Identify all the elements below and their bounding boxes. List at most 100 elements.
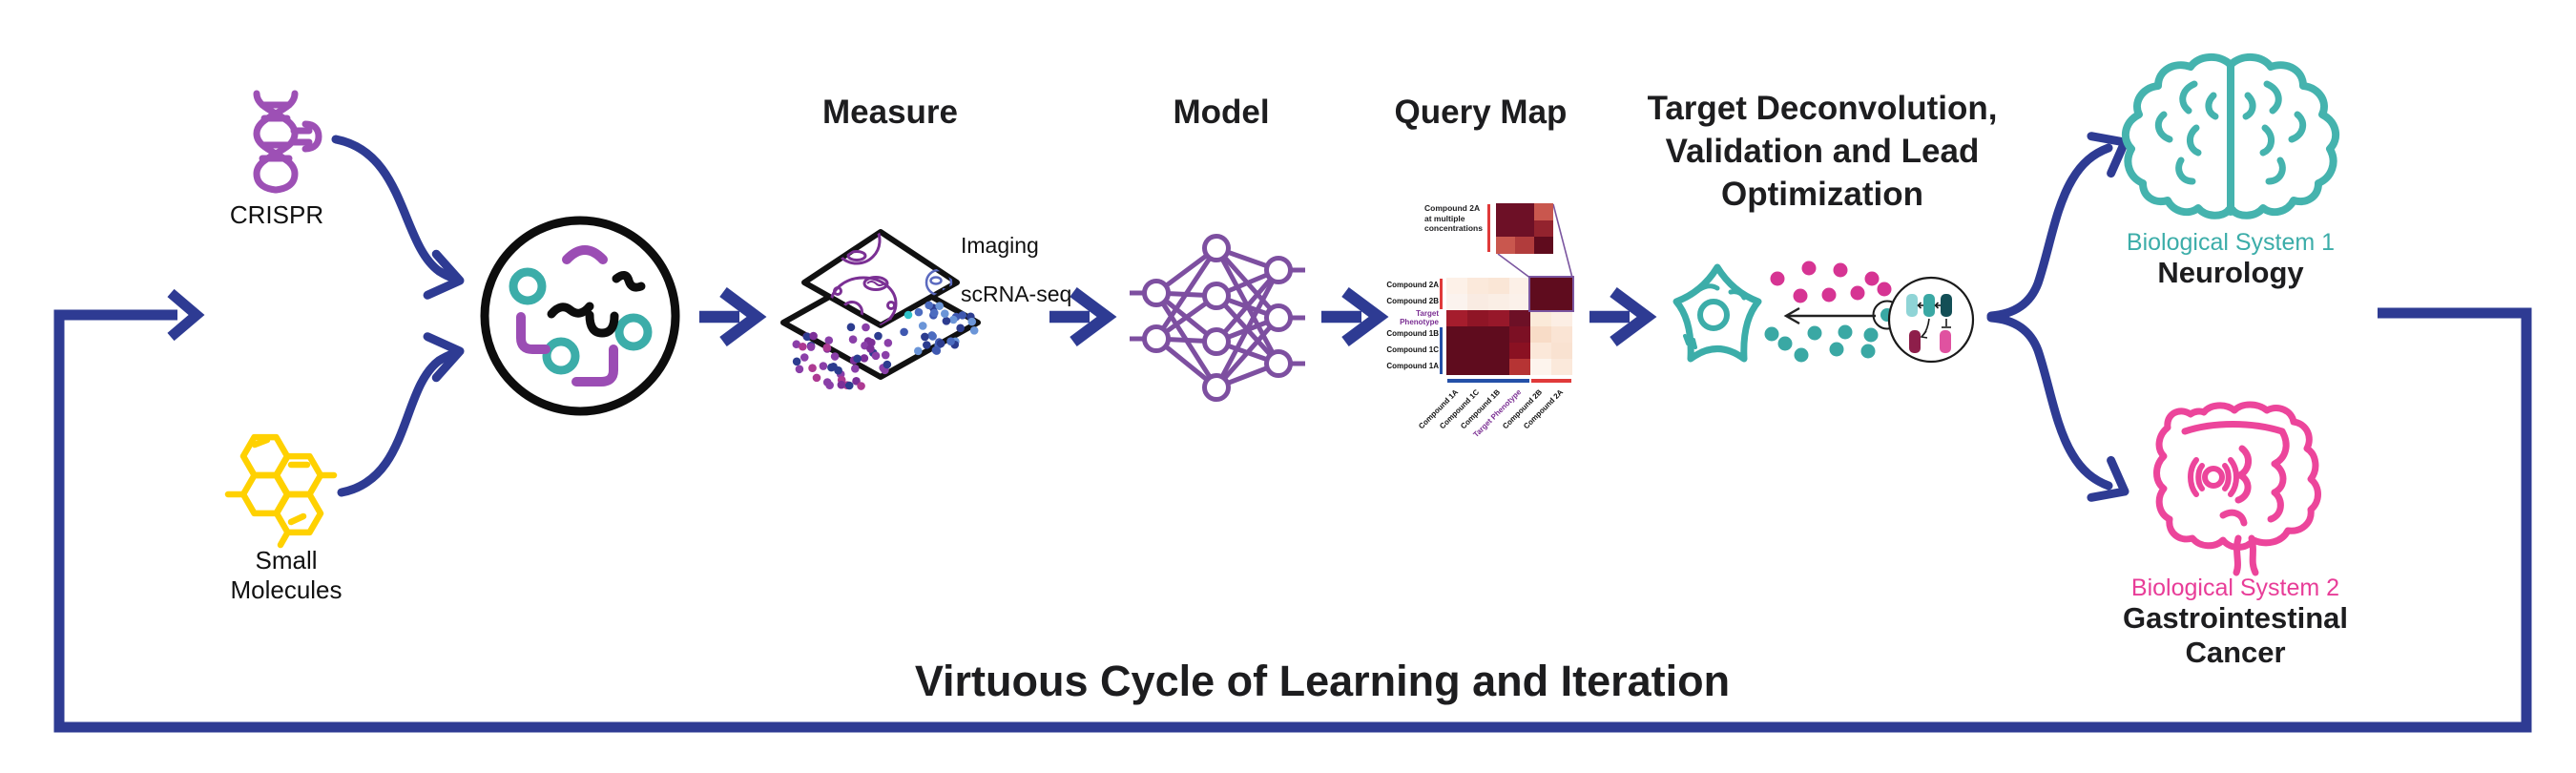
dot-icon (935, 302, 944, 310)
inset-heatmap-cell (1515, 219, 1534, 238)
inset-label: Compound 2A at multiple concentrations (1424, 203, 1483, 234)
heatmap-cell (1488, 359, 1509, 375)
dot-icon (812, 373, 821, 383)
dot-icon (900, 327, 908, 337)
heatmap-cell (1467, 343, 1488, 359)
loop-arrowhead-icon (167, 288, 205, 342)
dot-icon (792, 357, 801, 366)
dot-icon (1838, 324, 1853, 340)
dot-icon (866, 345, 875, 353)
biological-system2-label: Biological System 2 (2130, 575, 2340, 601)
cell-ring-icon (614, 313, 653, 351)
dot-icon (871, 351, 881, 361)
heatmap-col-group-bar (1447, 379, 1529, 383)
dot-icon (867, 338, 876, 347)
small-molecules-icon (224, 433, 338, 549)
intestine-icon (2153, 401, 2321, 576)
dot-icon (808, 364, 817, 373)
dot-icon (834, 366, 842, 375)
dot-icon (946, 337, 955, 345)
heatmap-cell (1446, 278, 1467, 294)
dot-icon (1850, 285, 1865, 301)
small-molecules-label: Small Molecules (230, 546, 343, 604)
dot-icon (792, 340, 801, 349)
target-pointer-arrow (1783, 306, 1876, 325)
small-molecules-input-arrow (337, 332, 465, 497)
neurology-label: Neurology (2157, 256, 2304, 289)
dot-icon (874, 331, 883, 341)
model-heading: Model (1173, 94, 1270, 131)
crispr-dna-icon (253, 90, 322, 194)
nn-node (1202, 282, 1231, 310)
dot-icon (883, 360, 892, 369)
inset-marker-bar (1487, 204, 1490, 252)
nn-edge (1214, 268, 1281, 389)
heatmap-cell (1509, 343, 1530, 359)
dot-icon (1793, 288, 1808, 303)
nn-node (1264, 256, 1293, 284)
cell-ring-icon (542, 337, 580, 375)
inset-heatmap-cell (1496, 237, 1515, 255)
heatmap-cell (1530, 343, 1551, 359)
inset-heatmap-cell (1534, 203, 1553, 220)
nn-edge (1215, 268, 1280, 344)
heatmap-cell (1467, 359, 1488, 375)
heatmap-cell (1530, 326, 1551, 343)
measure-heading: Measure (821, 94, 959, 131)
dot-icon (929, 308, 939, 318)
dot-icon (837, 380, 846, 389)
dot-icon (1777, 336, 1793, 351)
dot-icon (806, 343, 816, 351)
inset-heatmap-cell (1515, 203, 1534, 220)
magnified-pathway-icon (1887, 276, 1975, 364)
heatmap-row-group-bar (1440, 327, 1443, 374)
heatmap-cell (1509, 326, 1530, 343)
dot-icon (1863, 327, 1879, 343)
split-arrow-to-system2 (1986, 313, 2129, 502)
dot-icon (862, 323, 870, 332)
dot-icon (904, 310, 913, 320)
dot-icon (914, 307, 924, 317)
dot-icon (1794, 347, 1809, 363)
dot-icon (956, 324, 965, 333)
dot-icon (824, 336, 834, 345)
heatmap-cell (1467, 326, 1488, 343)
dot-icon (967, 317, 977, 326)
pathway-node-teal (1923, 294, 1935, 317)
heatmap-cell (1509, 278, 1530, 294)
pathway-node-dark-teal (1941, 294, 1952, 317)
dot-icon (948, 315, 958, 324)
nn-node (1142, 324, 1171, 353)
dot-icon (846, 323, 856, 332)
arrow-measure-to-model (1049, 286, 1117, 347)
heatmap-cell (1446, 310, 1467, 326)
dot-icon (819, 362, 828, 370)
cycle-title: Virtuous Cycle of Learning and Iteration (914, 657, 1731, 705)
dot-icon (1833, 262, 1848, 278)
heatmap-row-label: Compound 1C (1386, 345, 1439, 355)
query-map-heading: Query Map (1394, 94, 1568, 131)
dot-icon (848, 335, 858, 344)
target-deconvolution-heading: Target Deconvolution, Validation and Lea… (1647, 90, 1998, 213)
heatmap-cell (1509, 310, 1530, 326)
compound-dots (1764, 261, 1894, 363)
dot-icon (936, 339, 945, 348)
heatmap-cell (1551, 294, 1572, 310)
dot-icon (1807, 325, 1822, 341)
heatmap-cell (1488, 278, 1509, 294)
crispr-label: CRISPR (229, 200, 324, 229)
dot-icon (881, 350, 890, 360)
brain-icon (2121, 53, 2340, 219)
dot-icon (1860, 344, 1876, 359)
nn-node (1202, 234, 1231, 262)
inset-heatmap-cell (1534, 219, 1553, 238)
crispr-input-arrow (331, 135, 465, 300)
dot-icon (1764, 326, 1779, 342)
heatmap-cell (1488, 326, 1509, 343)
heatmap-row-label: Compound 1B (1386, 329, 1439, 339)
dot-icon (800, 353, 809, 362)
dot-icon (851, 365, 860, 373)
dot-icon (1821, 287, 1837, 303)
dot-icon (1801, 261, 1817, 276)
heatmap-cell (1509, 359, 1530, 375)
